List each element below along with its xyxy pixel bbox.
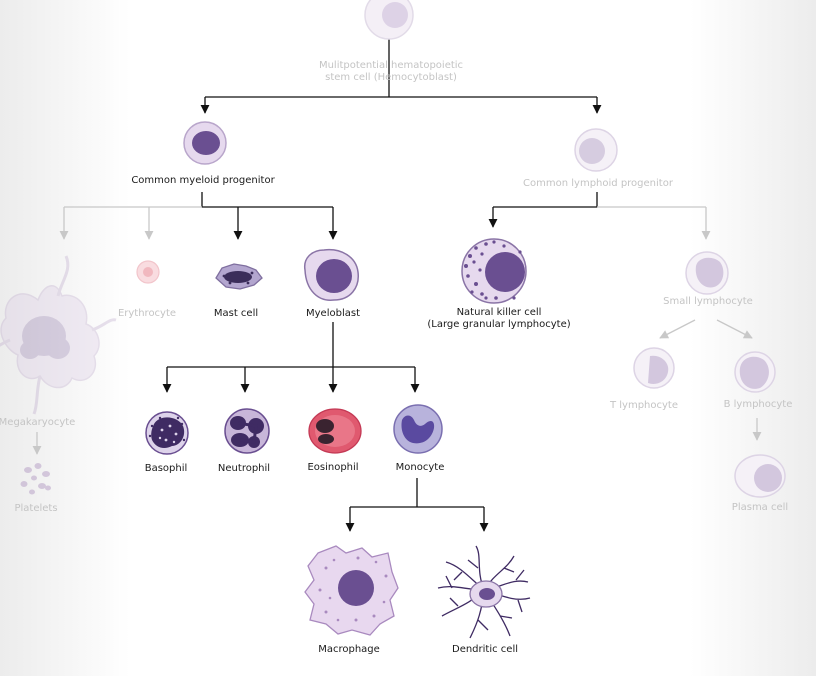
t-lymphocyte-graphic bbox=[633, 347, 675, 389]
myeloblast-label: Myeloblast bbox=[306, 308, 360, 319]
arrow-to-b-lymphocyte bbox=[716, 319, 753, 339]
macrophage-label: Macrophage bbox=[318, 644, 380, 655]
connectors-faded bbox=[32, 206, 762, 455]
neutrophil-graphic bbox=[224, 408, 270, 454]
stem-cell-label: Mulitpotential hematopoietic stem cell (… bbox=[319, 60, 463, 84]
basophil-label: Basophil bbox=[144, 463, 188, 474]
nk-cell-label: Natural killer cell (Large granular lymp… bbox=[427, 307, 570, 331]
b-lymphocyte-graphic bbox=[734, 351, 776, 393]
myeloid-progenitor-graphic bbox=[183, 121, 227, 165]
myeloblast-graphic bbox=[304, 248, 359, 301]
macrophage-graphic bbox=[304, 545, 399, 636]
myeloid-progenitor-label: Common myeloid progenitor bbox=[131, 175, 275, 186]
mast-cell-label: Mast cell bbox=[213, 308, 259, 319]
nk-cell-label-line2: (Large granular lymphocyte) bbox=[427, 319, 571, 330]
stem-cell-graphic bbox=[364, 0, 414, 40]
eosinophil-label: Eosinophil bbox=[307, 462, 359, 473]
myeloid-branch-line bbox=[201, 192, 333, 208]
erythrocyte-label: Erythrocyte bbox=[117, 308, 177, 319]
plasma-cell-graphic bbox=[734, 454, 786, 498]
stem-cell-label-line1: Mulitpotential hematopoietic bbox=[318, 60, 464, 71]
b-lymphocyte-label: B lymphocyte bbox=[723, 399, 793, 410]
eosinophil-graphic bbox=[308, 408, 362, 454]
t-lymphocyte-label: T lymphocyte bbox=[609, 400, 679, 411]
lymphoid-branch-line bbox=[493, 192, 598, 208]
nk-cell-graphic bbox=[461, 238, 527, 304]
lymphoid-progenitor-label: Common lymphoid progenitor bbox=[523, 178, 673, 189]
platelets-label: Platelets bbox=[14, 503, 58, 514]
neutrophil-label: Neutrophil bbox=[217, 463, 271, 474]
monocyte-branch-line bbox=[350, 478, 484, 508]
mast-cell-graphic bbox=[215, 263, 263, 290]
megakaryocyte-label: Megakaryocyte bbox=[0, 417, 76, 428]
small-lymphocyte-label: Small lymphocyte bbox=[663, 296, 753, 307]
myeloblast-branch-line bbox=[167, 322, 415, 368]
nk-cell-label-line1: Natural killer cell bbox=[456, 307, 542, 318]
small-lymphocyte-graphic bbox=[685, 251, 729, 295]
plasma-cell-label: Plasma cell bbox=[731, 502, 789, 513]
erythrocyte-graphic bbox=[136, 260, 160, 284]
arrow-to-t-lymphocyte bbox=[659, 319, 696, 339]
monocyte-label: Monocyte bbox=[395, 462, 445, 473]
lymphoid-progenitor-graphic bbox=[574, 128, 618, 172]
monocyte-graphic bbox=[393, 404, 443, 454]
dendritic-cell-label: Dendritic cell bbox=[451, 644, 519, 655]
stem-cell-label-line2: stem cell (Hemocytoblast) bbox=[325, 72, 457, 83]
dendritic-cell-graphic bbox=[437, 545, 531, 639]
stem-branch-line bbox=[205, 36, 597, 98]
megakaryocyte-graphic bbox=[0, 255, 117, 415]
platelets-graphic bbox=[20, 463, 51, 495]
basophil-graphic bbox=[145, 411, 189, 455]
